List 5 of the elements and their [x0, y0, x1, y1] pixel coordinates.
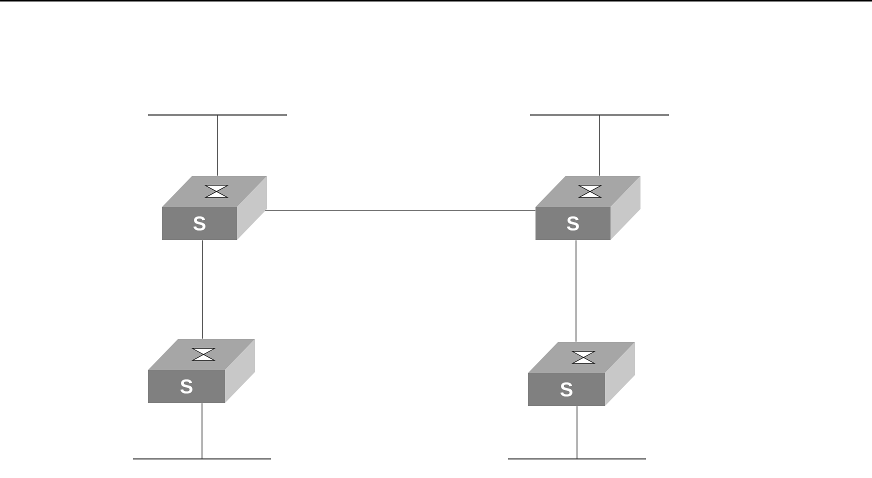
connector-line: [264, 210, 536, 211]
connector-line: [599, 115, 600, 176]
connector-line: [217, 115, 218, 176]
connector-line: [202, 240, 203, 340]
connector-line: [576, 406, 578, 459]
